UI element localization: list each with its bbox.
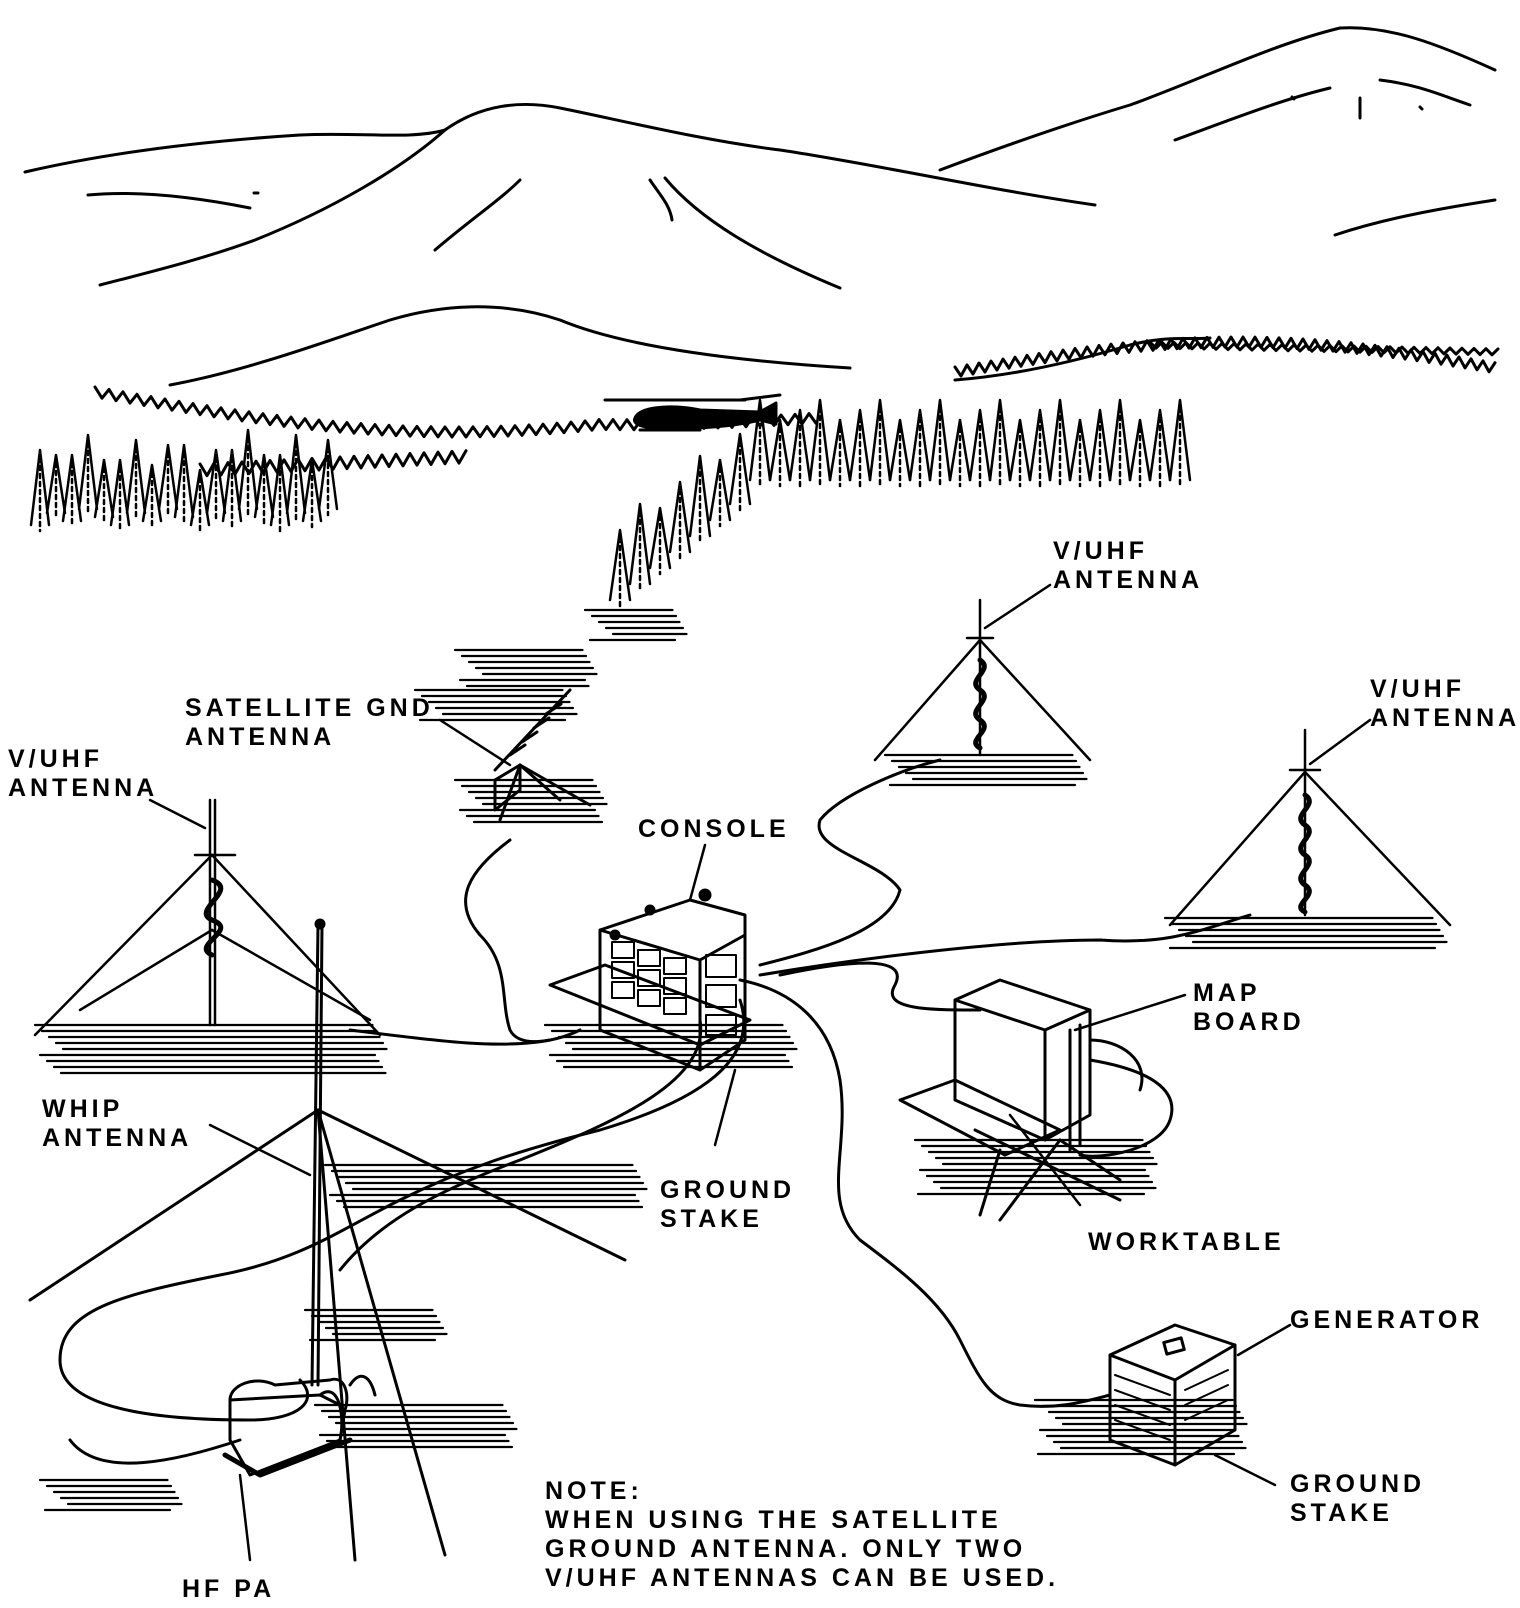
satellite-ground-antenna-icon [493, 688, 592, 822]
forest-trees [29, 398, 1192, 608]
label-line: MAP [1193, 979, 1261, 1007]
note-line: V/UHF ANTENNAS CAN BE USED. [545, 1564, 1060, 1592]
label-line: WORKTABLE [1088, 1228, 1285, 1256]
note-heading: NOTE: [545, 1477, 643, 1505]
label-line: V/UHF [1053, 537, 1148, 565]
label-console: CONSOLE [638, 815, 790, 844]
label-line: HF PA [182, 1575, 276, 1603]
map-board-worktable-icon [898, 978, 1122, 1222]
label-line: STAKE [1290, 1499, 1393, 1527]
label-whip-antenna: WHIP ANTENNA [42, 1095, 192, 1153]
leader-lines [148, 583, 1372, 1562]
label-line: GENERATOR [1290, 1306, 1484, 1334]
console-icon [548, 888, 752, 1072]
label-line: ANTENNA [1053, 566, 1204, 594]
cables [58, 758, 1252, 1465]
label-line: ANTENNA [185, 723, 336, 751]
generator-icon [1108, 1323, 1237, 1467]
label-line: ANTENNA [42, 1124, 193, 1152]
label-vuhf-antenna-left: V/UHF ANTENNA [8, 745, 158, 803]
vuhf-antenna-left-icon [33, 798, 382, 1037]
label-worktable: WORKTABLE [1088, 1228, 1285, 1257]
helicopter-icon [603, 393, 782, 432]
label-line: GROUND [660, 1176, 796, 1204]
label-vuhf-antenna-top: V/UHF ANTENNA [1053, 537, 1203, 595]
label-ground-stake-generator: GROUND STAKE [1290, 1470, 1425, 1528]
note-line: WHEN USING THE SATELLITE [545, 1506, 1002, 1534]
hf-pa-icon [222, 1374, 377, 1478]
label-line: WHIP [42, 1095, 124, 1123]
label-satellite-gnd-antenna: SATELLITE GND ANTENNA [185, 694, 434, 752]
label-line: ANTENNA [8, 774, 159, 802]
treeline-far [93, 335, 1500, 478]
label-line: BOARD [1193, 1008, 1305, 1036]
mountain-specks [252, 95, 1424, 195]
label-ground-stake-center: GROUND STAKE [660, 1176, 795, 1234]
label-line: CONSOLE [638, 815, 790, 843]
label-line: V/UHF [1370, 675, 1465, 703]
foothills [168, 305, 1212, 387]
label-vuhf-antenna-right: V/UHF ANTENNA [1370, 675, 1520, 733]
note-block: NOTE: WHEN USING THE SATELLITE GROUND AN… [545, 1477, 1059, 1593]
label-hf-pa: HF PA [182, 1575, 275, 1604]
label-line: ANTENNA [1370, 704, 1520, 732]
vuhf-antenna-right-icon [1168, 728, 1452, 927]
whip-antenna-icon [28, 918, 627, 1562]
label-line: SATELLITE GND [185, 694, 434, 722]
mountain-range [23, 26, 1497, 290]
label-map-board: MAP BOARD [1193, 979, 1305, 1037]
label-line: GROUND [1290, 1470, 1426, 1498]
label-generator: GENERATOR [1290, 1306, 1483, 1335]
note-line: GROUND ANTENNA. ONLY TWO [545, 1535, 1027, 1563]
label-line: V/UHF [8, 745, 103, 773]
vuhf-antenna-top-icon [873, 598, 1092, 762]
label-line: STAKE [660, 1205, 763, 1233]
